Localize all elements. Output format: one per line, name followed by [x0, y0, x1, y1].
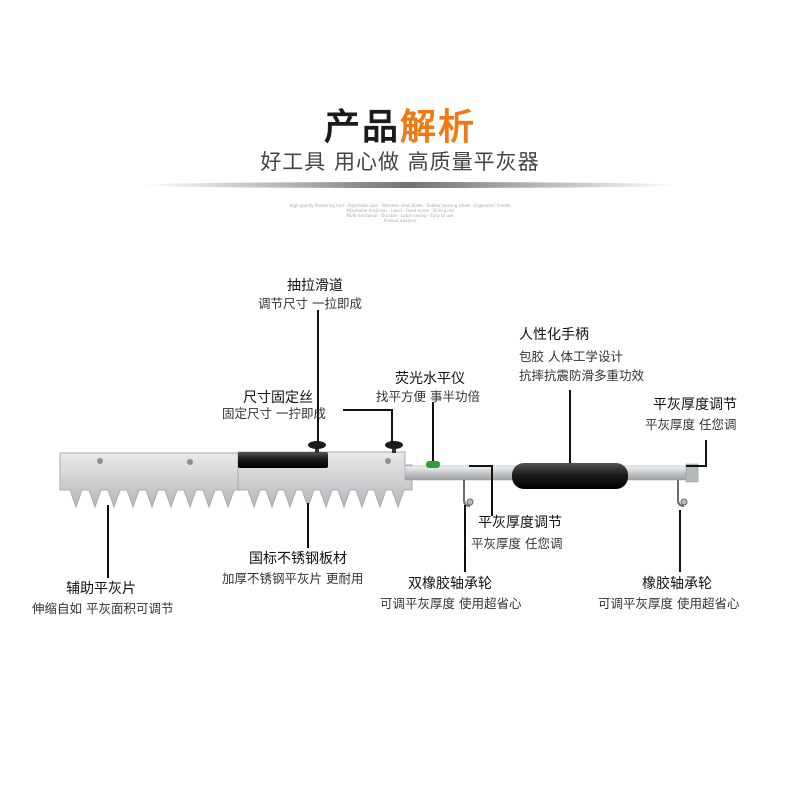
- roller-wheel-left: [463, 480, 474, 507]
- label-wheel-desc: 可调平灰厚度 使用超省心: [598, 596, 740, 611]
- label-double-wheel-title: 双橡胶轴承轮: [408, 576, 492, 592]
- roller-wheel-right: [677, 480, 688, 507]
- spirit-level: [426, 461, 440, 468]
- label-aux-blade-title: 辅助平灰片: [66, 581, 136, 597]
- fixing-screw-knob-1: [308, 441, 326, 453]
- label-handle-title: 人性化手柄: [519, 327, 589, 343]
- label-thickness-mid-title: 平灰厚度调节: [478, 515, 562, 531]
- fine-print-4: Product analysis: [383, 218, 417, 223]
- label-thickness-right-desc: 平灰厚度 任您调: [645, 417, 737, 432]
- header-divider: [140, 182, 680, 188]
- slide-rail: [238, 452, 328, 468]
- page-title: 产品解析: [0, 98, 800, 150]
- label-handle-desc-2: 抗摔抗震防滑多重功效: [519, 368, 645, 383]
- label-steel-blade-title: 国标不锈钢板材: [249, 551, 347, 567]
- label-aux-blade-desc: 伸缩自如 平灰面积可调节: [32, 601, 174, 616]
- label-slide-rail-desc: 调节尺寸 一拉即成: [258, 296, 362, 311]
- label-handle-desc-1: 包胶 人体工学设计: [519, 349, 623, 364]
- label-steel-blade-desc: 加厚不锈钢平灰片 更耐用: [222, 571, 364, 586]
- handle-grip: [512, 463, 628, 489]
- label-level-desc: 找平方便 事半功倍: [376, 389, 480, 404]
- annotation-leader-lines: [107, 310, 707, 578]
- end-cap: [685, 463, 699, 483]
- label-level-title: 荧光水平仪: [395, 371, 465, 387]
- label-thickness-right-title: 平灰厚度调节: [653, 397, 737, 413]
- auxiliary-blade: [59, 452, 241, 509]
- title-part-orange: 解析: [400, 107, 477, 148]
- fine-print-3: Multi functional · Durable · Labor savin…: [346, 213, 454, 218]
- page-subtitle: 好工具 用心做 高质量平灰器: [260, 150, 540, 174]
- fixing-screw-knob-2: [385, 441, 403, 453]
- label-fixing-screw-title: 尺寸固定丝: [243, 390, 313, 406]
- fine-print-2: Adjustable thickness · Level · Fixed scr…: [346, 208, 454, 213]
- fine-print-1: High quality Plastering tool · Adjustabl…: [289, 203, 511, 208]
- title-part-black: 产品: [323, 107, 400, 148]
- label-double-wheel-desc: 可调平灰厚度 使用超省心: [380, 596, 522, 611]
- label-fixing-screw-desc: 固定尺寸 一拧即成: [222, 406, 326, 421]
- label-thickness-mid-desc: 平灰厚度 任您调: [471, 536, 563, 551]
- label-slide-rail-title: 抽拉滑道: [287, 278, 343, 294]
- label-wheel-title: 橡胶轴承轮: [642, 576, 712, 592]
